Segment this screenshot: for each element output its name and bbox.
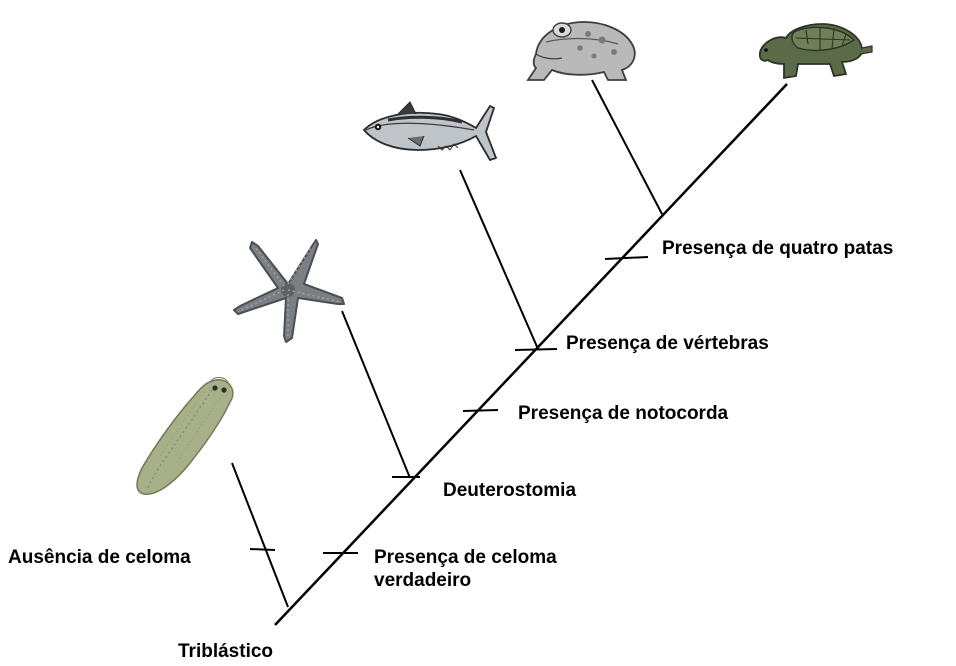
tick-vertebrae: [514, 348, 558, 351]
tick-notochord: [462, 409, 499, 412]
label-true-coelom-line1: Presença de celoma: [374, 547, 557, 568]
label-acoelomate: Ausência de celoma: [8, 547, 191, 568]
cladogram-main-stem: [274, 83, 788, 626]
frog-icon: [526, 21, 636, 81]
starfish-icon: [233, 239, 345, 343]
branch-fish: [459, 169, 539, 350]
branch-starfish: [341, 310, 411, 479]
branch-flatworm: [231, 462, 289, 608]
label-four-legs: Presença de quatro patas: [662, 238, 894, 259]
turtle-icon: [759, 23, 873, 80]
label-true-coelom-line2: verdadeiro: [374, 570, 472, 591]
label-notochord: Presença de notocorda: [518, 403, 729, 424]
tick-acoelomate: [249, 548, 276, 551]
flatworm-icon: [136, 377, 234, 495]
root-label: Triblástico: [178, 641, 274, 662]
tick-four-legs: [604, 256, 649, 260]
fish-icon: [362, 101, 498, 162]
label-deuterostomy: Deuterostomia: [443, 480, 577, 501]
label-vertebrae: Presença de vértebras: [566, 333, 769, 354]
branch-frog: [591, 79, 663, 215]
label-true-coelom: Presença de celoma verdadeiro: [374, 546, 557, 592]
